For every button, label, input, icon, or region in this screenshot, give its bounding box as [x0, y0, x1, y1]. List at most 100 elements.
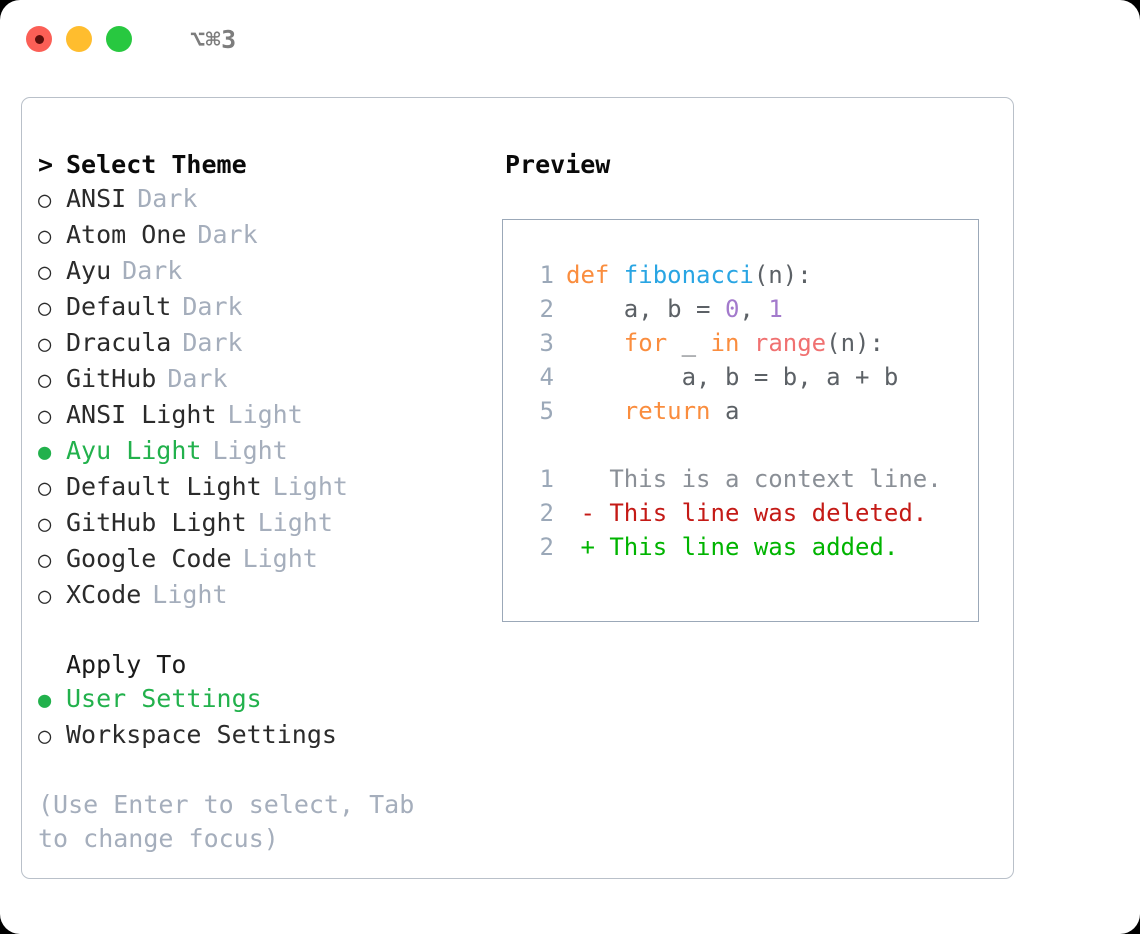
diff-line: 1 This is a context line.	[520, 462, 978, 496]
code-line: 5 return a	[520, 394, 978, 428]
radio-unselected-icon: ○	[38, 512, 52, 537]
code-token-id: a, b =	[566, 295, 725, 323]
select-theme-header-label: Select Theme	[66, 150, 247, 179]
theme-option-variant-tag: Dark	[122, 256, 183, 285]
code-line-content: a, b = b, a + b	[566, 360, 899, 394]
code-token-id: (n):	[826, 329, 884, 357]
radio-unselected-icon: ○	[38, 584, 52, 609]
code-line-number: 4	[539, 363, 554, 391]
theme-option-ansi[interactable]: ○ ANSI Dark	[38, 182, 502, 218]
theme-option-label: GitHub	[66, 364, 157, 393]
code-token-id: (n):	[753, 261, 812, 289]
theme-option-atom-one[interactable]: ○ Atom One Dark	[38, 218, 502, 254]
code-token-kw: for	[623, 329, 668, 357]
theme-option-label: GitHub Light	[66, 508, 247, 537]
code-token-kw: def	[566, 261, 624, 289]
diff-line-content-del: - This line was deleted.	[566, 499, 928, 527]
theme-option-label: ANSI Light	[66, 400, 217, 429]
code-line: 3 for _ in range(n):	[520, 326, 978, 360]
theme-option-github-light[interactable]: ○ GitHub Light Light	[38, 506, 502, 542]
radio-unselected-icon: ○	[38, 368, 52, 393]
apply-to-option-user-settings[interactable]: ● User Settings	[38, 682, 502, 718]
apply-to-option-workspace-settings[interactable]: ○ Workspace Settings	[38, 718, 502, 754]
theme-option-variant-tag: Dark	[197, 220, 258, 249]
theme-option-ayu[interactable]: ○ Ayu Dark	[38, 254, 502, 290]
theme-option-variant-tag: Light	[152, 580, 228, 609]
diff-line-number: 2	[539, 533, 554, 561]
theme-option-label: Google Code	[66, 544, 232, 573]
code-token-id	[566, 329, 624, 357]
apply-to-option-label: Workspace Settings	[66, 720, 337, 749]
theme-option-label: Default Light	[66, 472, 262, 501]
diff-line: 2 + This line was added.	[520, 530, 978, 564]
title-bar: ⌥⌘3	[0, 0, 1140, 78]
maximize-button[interactable]	[106, 26, 132, 52]
code-line-content: def fibonacci(n):	[566, 258, 812, 292]
apply-to-list: ● User Settings ○ Workspace Settings	[38, 682, 502, 754]
code-line-content: for _ in range(n):	[566, 326, 884, 360]
radio-unselected-icon: ○	[38, 224, 52, 249]
theme-option-label: ANSI	[66, 184, 127, 213]
radio-unselected-icon: ○	[38, 296, 52, 321]
diff-line-number: 1	[539, 465, 554, 493]
code-line-number: 3	[539, 329, 554, 357]
theme-option-label: Ayu Light	[66, 436, 202, 465]
code-diff-gap	[520, 428, 978, 462]
keyboard-hint-text: (Use Enter to select, Tab to change focu…	[38, 790, 430, 853]
diff-line-content-ctx: This is a context line.	[566, 465, 942, 493]
radio-selected-icon: ●	[38, 688, 52, 713]
theme-option-variant-tag: Dark	[167, 364, 228, 393]
diff-line-number: 2	[539, 499, 554, 527]
apply-to-option-label: User Settings	[66, 684, 262, 713]
close-button[interactable]	[26, 26, 52, 52]
code-token-id: ,	[739, 295, 769, 323]
theme-option-variant-tag: Light	[272, 472, 348, 501]
code-token-id	[739, 329, 753, 357]
theme-option-github[interactable]: ○ GitHub Dark	[38, 362, 502, 398]
code-line-number: 5	[539, 397, 554, 425]
radio-selected-icon: ●	[38, 440, 52, 465]
keyboard-shortcut-label: ⌥⌘3	[190, 24, 237, 54]
code-token-kw: return	[623, 397, 711, 425]
radio-unselected-icon: ○	[38, 188, 52, 213]
theme-option-variant-tag: Light	[257, 508, 333, 537]
code-line-content: return a	[566, 394, 740, 428]
theme-option-variant-tag: Dark	[182, 328, 243, 357]
theme-option-default-light[interactable]: ○ Default Light Light	[38, 470, 502, 506]
radio-unselected-icon: ○	[38, 724, 52, 749]
theme-option-label: Ayu	[66, 256, 112, 285]
radio-unselected-icon: ○	[38, 260, 52, 285]
code-line: 2 a, b = 0, 1	[520, 292, 978, 326]
theme-option-label: Default	[66, 292, 172, 321]
theme-option-label: Atom One	[66, 220, 187, 249]
code-token-id: _	[667, 329, 711, 357]
code-line-number: 2	[539, 295, 554, 323]
radio-unselected-icon: ○	[38, 476, 52, 501]
minimize-button[interactable]	[66, 26, 92, 52]
theme-option-label: Dracula	[66, 328, 172, 357]
diff-line: 2 - This line was deleted.	[520, 496, 978, 530]
code-token-fn: fibonacci	[623, 261, 754, 289]
list-spacer	[38, 614, 502, 648]
code-token-call: range	[753, 329, 827, 357]
select-theme-header: > Select Theme	[38, 148, 502, 182]
theme-option-variant-tag: Dark	[137, 184, 198, 213]
code-line: 4 a, b = b, a + b	[520, 360, 978, 394]
apply-to-header-label: Apply To	[66, 650, 187, 679]
diff-line-content-add: + This line was added.	[566, 533, 899, 561]
code-token-id	[566, 397, 624, 425]
code-token-num: 1	[768, 295, 783, 323]
